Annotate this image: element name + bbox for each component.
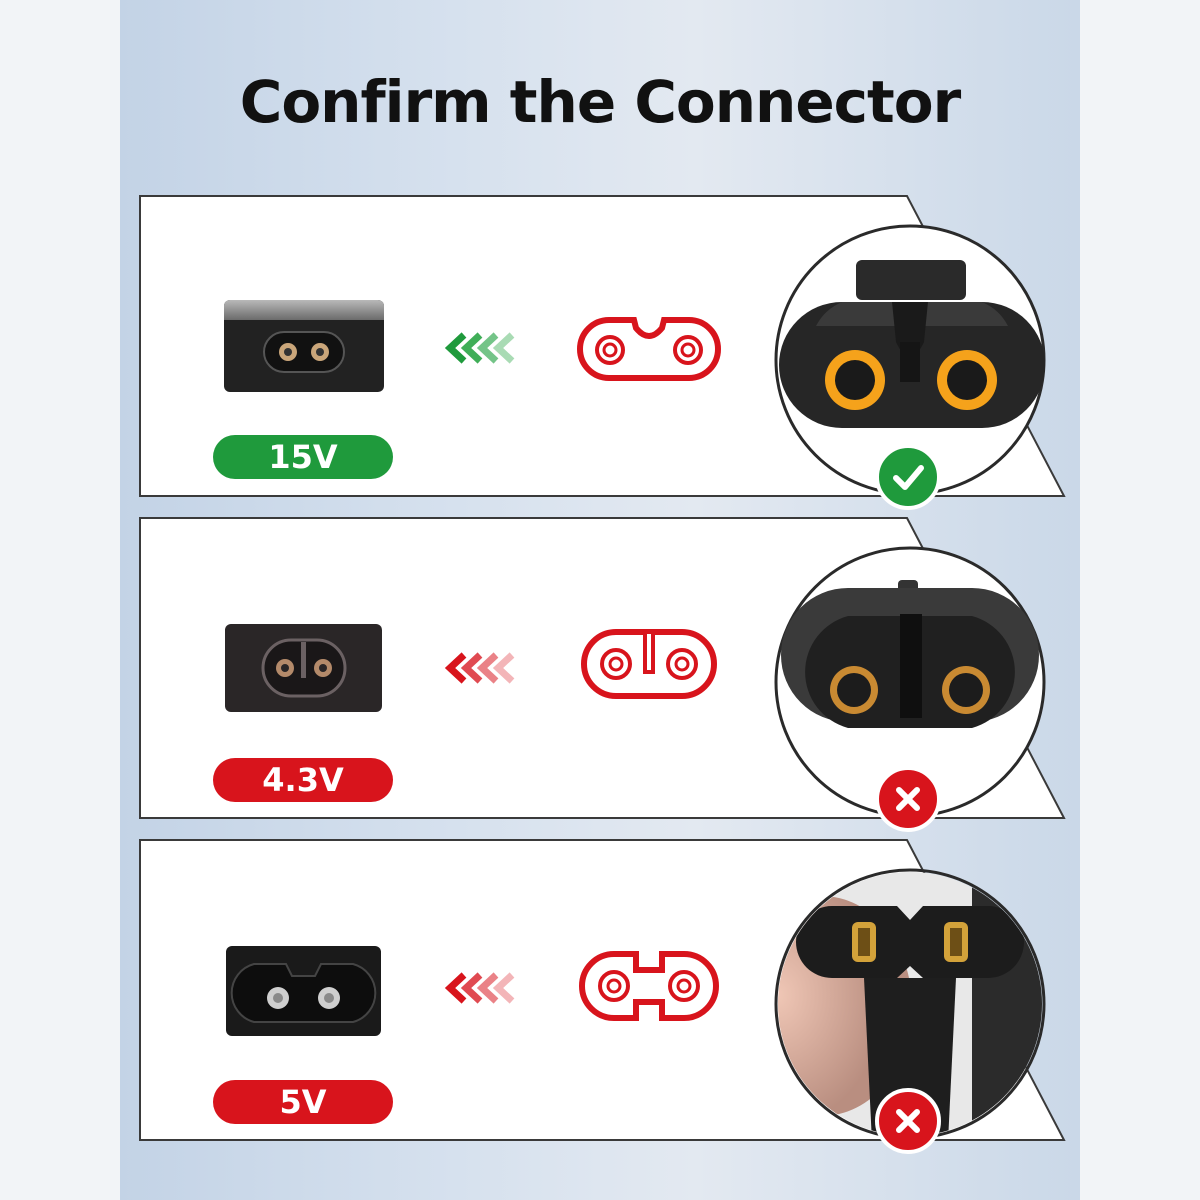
arrow-left-icon bbox=[444, 332, 515, 364]
connector-outline-icon bbox=[581, 629, 717, 699]
voltage-badge: 5V bbox=[213, 1080, 393, 1124]
device-port-image bbox=[225, 624, 382, 712]
arrow-left-icon bbox=[444, 652, 515, 684]
status-badge bbox=[875, 766, 941, 832]
connector-plug-photo bbox=[774, 224, 1046, 496]
voltage-badge: 15V bbox=[213, 435, 393, 479]
status-badge bbox=[875, 444, 941, 510]
page-title: Confirm the Connector bbox=[239, 68, 961, 136]
status-badge bbox=[875, 1088, 941, 1154]
arrow-left-icon bbox=[444, 972, 515, 1004]
device-port-image bbox=[224, 300, 384, 392]
connector-plug-photo bbox=[774, 546, 1046, 818]
cross-icon bbox=[896, 1109, 920, 1133]
voltage-badge: 4.3V bbox=[213, 758, 393, 802]
connector-outline-icon bbox=[579, 951, 719, 1021]
cross-icon bbox=[896, 787, 920, 811]
device-port-image bbox=[226, 946, 381, 1036]
connector-outline-icon bbox=[577, 317, 721, 381]
check-icon bbox=[893, 465, 924, 490]
